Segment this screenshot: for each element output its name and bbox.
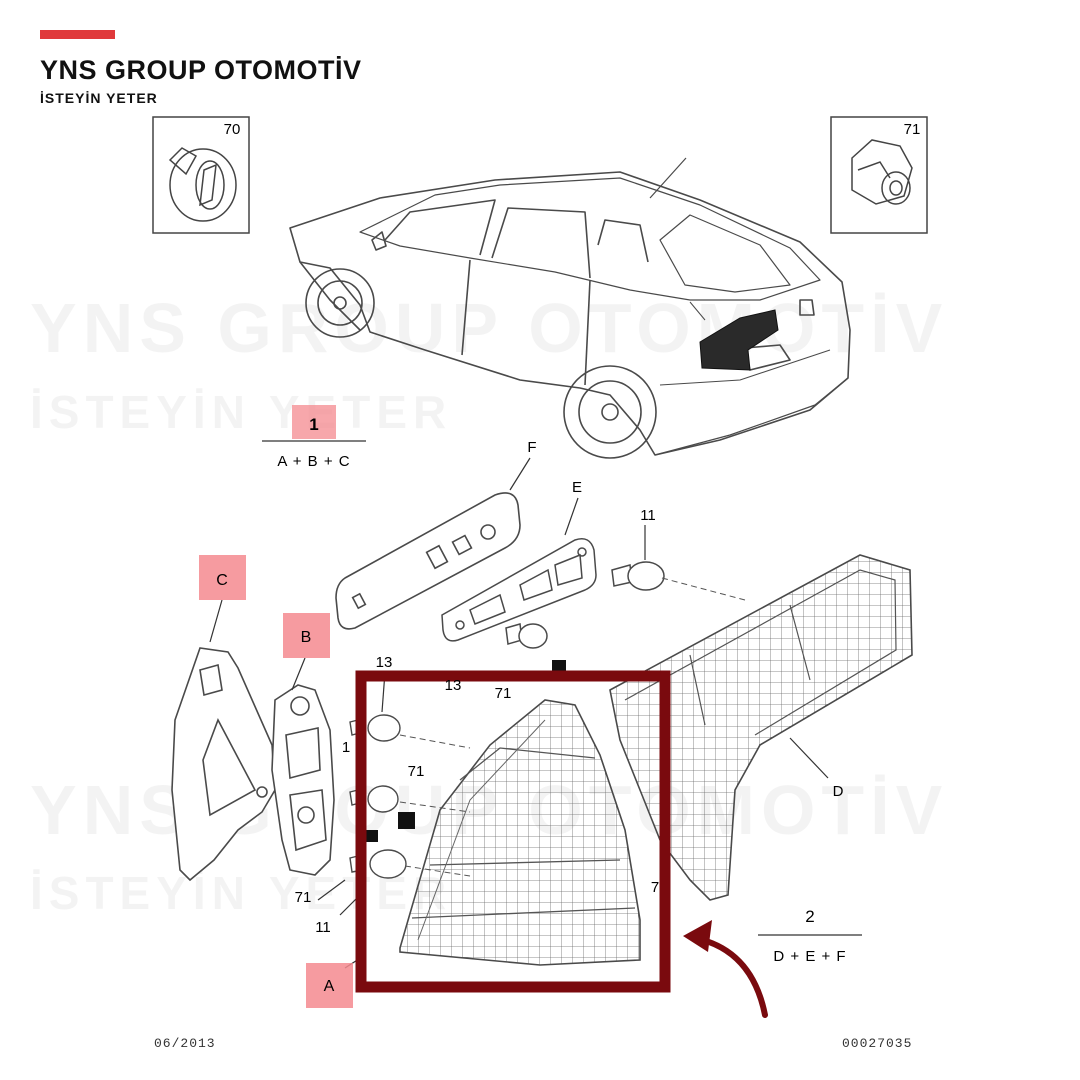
group-1-highlight [292,405,336,439]
insert-71-number: 71 [904,121,921,138]
label-b: B [283,613,330,658]
nut-clip-icon [851,139,913,205]
clip-71-square [398,812,415,829]
outer-lamp-lens-d [609,554,913,901]
callout-71-top: 71 [495,685,512,702]
insert-70-number: 70 [224,121,241,138]
group-2-formula: 2 D + E + F [758,907,862,965]
bulb-holder-e [441,538,597,642]
insert-box-71: 71 [830,116,928,234]
label-f: F [527,439,536,456]
label-c-text: C [216,572,228,589]
callout-71-mid: 71 [408,763,425,780]
cover-plate-f [335,492,521,630]
brand-title: YNS GROUP OTOMOTİV [40,55,362,85]
group-2-parts: D + E + F [773,948,846,965]
watermark-title-upper: YNS GROUP OTOMOTİV [30,288,948,368]
inner-lamp-lens-a [399,699,641,966]
brand-accent-bar [40,30,115,39]
label-b-text: B [301,629,312,646]
watermark-subtitle-upper: İSTEYİN YETER [30,385,452,439]
footer-date: 06/2013 [154,1036,216,1051]
callout-11-top: 11 [640,507,656,524]
label-a-text: A [324,978,335,995]
pointer-arrow [683,920,768,1018]
leader-lines [399,577,746,877]
group-1-formula: 1 A + B + C [262,405,366,470]
callout-lines [209,457,829,969]
car-rear-view [289,157,851,459]
group-1-parts: A + B + C [277,453,350,470]
brand-header: YNS GROUP OTOMOTİV İSTEYİN YETER [40,30,362,106]
clip-71-left-square [366,830,378,842]
bulb-near-holder [505,623,548,649]
callout-11-left: 11 [315,919,331,936]
group-1-number: 1 [309,415,318,434]
label-a: A [306,963,353,1008]
callout-71-left: 71 [295,889,312,906]
mounting-panel-c [171,647,276,882]
group-2-number: 2 [805,907,814,926]
label-c: C [199,555,246,600]
label-d: D [833,783,844,800]
callout-13: 13 [376,654,393,671]
car-tail-lamp-dark [699,309,779,371]
plug-clip-icon [168,147,237,222]
callout-7-right: 7 [651,879,659,896]
bulb-mid-left [349,785,399,813]
highlight-box [355,670,671,993]
bulb-holder-b [271,684,335,876]
footer-code: 00027035 [842,1036,913,1051]
insert-box-70: 70 [152,116,250,234]
brand-subtitle: İSTEYİN YETER [40,90,158,106]
callout-13b: 13 [445,677,462,694]
callout-1-left: 1 [342,739,350,756]
label-e: E [572,479,582,496]
bulb-11-top [611,561,665,591]
